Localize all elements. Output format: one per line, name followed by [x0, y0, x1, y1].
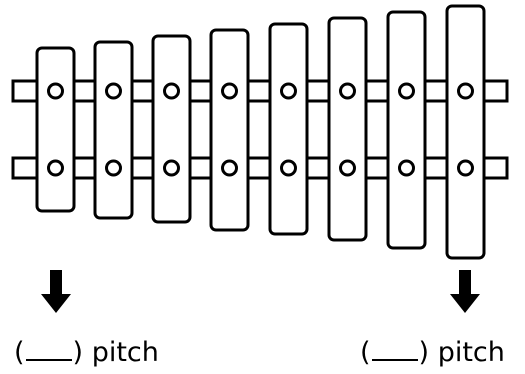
nail	[280, 159, 297, 177]
right-answer-blank[interactable]	[371, 333, 418, 361]
nail	[339, 82, 356, 100]
left-pitch-word: pitch	[91, 337, 159, 368]
nail	[47, 82, 64, 100]
nail	[457, 159, 474, 177]
left-down-arrow-icon	[41, 270, 71, 313]
nail	[457, 82, 474, 100]
bar-4	[209, 28, 250, 232]
left-close-paren: )	[72, 337, 84, 368]
bar-8	[445, 4, 486, 260]
top-nails	[47, 82, 474, 100]
bottom-rail	[11, 156, 509, 180]
nail	[221, 82, 238, 100]
nail	[280, 82, 297, 100]
nail	[398, 82, 415, 100]
bar-1	[35, 46, 76, 213]
left-open-paren: (	[14, 337, 25, 368]
bar-3	[151, 34, 192, 224]
nail	[163, 159, 180, 177]
nail	[339, 159, 356, 177]
right-down-arrow-icon	[450, 270, 480, 313]
left-answer-blank[interactable]	[25, 333, 72, 361]
right-pitch-word: pitch	[437, 337, 505, 368]
bar-6	[327, 16, 368, 242]
nail	[47, 159, 64, 177]
right-close-paren: )	[418, 337, 430, 368]
top-rail	[11, 79, 509, 103]
bottom-nails	[47, 159, 474, 177]
nail	[221, 159, 238, 177]
bar-5	[268, 22, 309, 236]
left-pitch-label: () pitch	[14, 333, 159, 369]
nail	[105, 159, 122, 177]
right-pitch-label: () pitch	[360, 333, 505, 369]
nail	[105, 82, 122, 100]
bar-2	[93, 40, 134, 220]
nail	[163, 82, 180, 100]
nail	[398, 159, 415, 177]
bar-7	[386, 10, 427, 250]
right-open-paren: (	[360, 337, 371, 368]
bar-group	[35, 4, 486, 260]
